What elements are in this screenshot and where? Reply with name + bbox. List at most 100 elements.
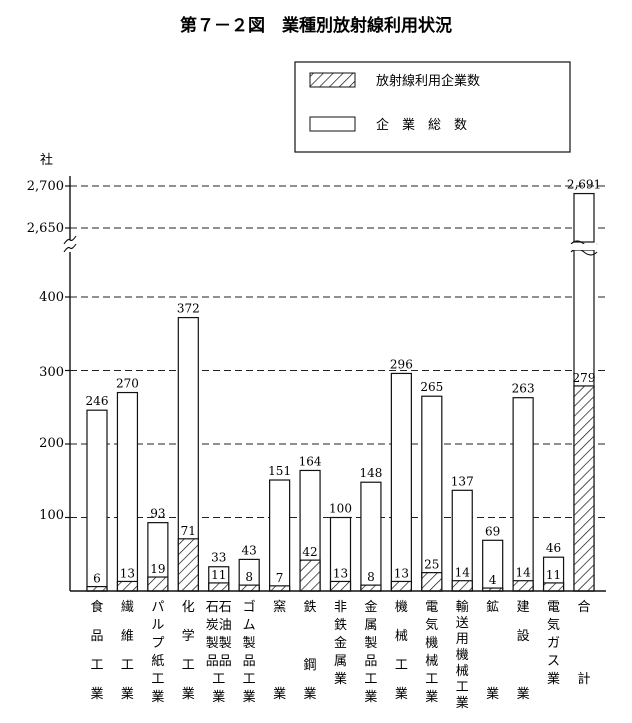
category-label-12-3: 機: [456, 648, 469, 663]
category-label-2-2: プ: [151, 636, 164, 651]
category-label-8-0: 非: [334, 600, 347, 615]
category-label-15-4: 業: [547, 671, 560, 687]
bar-break-gap: [571, 244, 597, 250]
category-label-14-1: 設: [517, 628, 530, 644]
category-label-9-3: 品: [364, 654, 377, 669]
category-label-12-4: 械: [456, 664, 469, 679]
category-label-2-4: 工: [151, 672, 164, 687]
data-label-rad-3: 71: [181, 524, 196, 538]
data-label-rad-11: 25: [424, 558, 439, 572]
category-label-4-1: 炭油: [206, 618, 232, 633]
y-axis-unit-label: 社: [40, 152, 53, 168]
category-label-6-0: 窯: [273, 600, 286, 615]
bar-rad-4: [208, 582, 230, 592]
category-label-16-4: 計: [577, 671, 590, 687]
category-label-5-1: ム: [243, 618, 256, 633]
category-label-5-3: 品: [243, 654, 256, 669]
bar-rad-12: [451, 580, 473, 592]
category-label-9-4: 工: [364, 672, 377, 687]
bar-rad-5: [238, 584, 260, 592]
category-label-9-2: 製: [364, 636, 377, 651]
category-label-3-2: 工: [182, 658, 195, 673]
category-label-11-4: 工: [425, 672, 438, 687]
category-label-12-1: 送: [456, 616, 469, 631]
data-label-total-4: 33: [211, 551, 226, 565]
data-label-total-1: 270: [116, 377, 139, 391]
category-label-1-1: 維: [121, 629, 134, 644]
data-label-total-15: 46: [546, 541, 561, 555]
y-axis-break-top: [63, 235, 77, 245]
bar-rad-1: [116, 580, 139, 592]
data-label-rad-13: 4: [489, 573, 497, 587]
bar-total-10: [390, 372, 412, 592]
category-label-9-5: 業: [364, 689, 377, 705]
category-label-7-3: 業: [304, 686, 317, 702]
data-label-rad-15: 11: [546, 568, 561, 582]
category-label-10-3: 業: [395, 686, 408, 702]
category-label-0-0: 食: [90, 599, 103, 615]
data-label-total-11: 265: [420, 380, 443, 394]
category-label-4-2: 製製: [206, 636, 232, 651]
category-label-14-0: 建: [517, 600, 530, 615]
bar-rad-14: [512, 580, 534, 592]
category-label-5-2: 製: [243, 636, 256, 651]
category-label-11-2: 機: [425, 636, 438, 651]
legend-swatch-plain: [309, 116, 356, 132]
category-label-0-1: 品: [90, 629, 103, 644]
chart-title: 第７－２図 業種別放射線利用状況: [180, 15, 452, 36]
data-label-rad-6: 7: [276, 571, 284, 585]
legend: 放射線利用企業数 企 業 総 数: [294, 61, 571, 153]
data-label-total-10: 296: [390, 357, 413, 371]
category-label-10-0: 機: [395, 600, 408, 615]
data-label-total-5: 43: [242, 543, 257, 557]
data-label-rad-9: 8: [367, 570, 375, 584]
category-label-10-1: 械: [395, 629, 408, 644]
data-label-total-13: 69: [485, 524, 500, 538]
category-label-6-3: 業: [273, 686, 286, 702]
data-label-rad-14: 14: [515, 566, 531, 580]
bar-rad-7: [299, 559, 321, 592]
category-label-12-6: 業: [456, 695, 469, 711]
bars: 2466270139319372713311438151716442100131…: [86, 178, 601, 592]
data-label-rad-10: 13: [394, 566, 409, 580]
category-label-11-5: 業: [425, 689, 438, 705]
category-label-15-3: ス: [547, 654, 560, 669]
y-tick-label-100: 100: [39, 508, 64, 523]
category-label-2-3: 紙: [151, 654, 164, 669]
legend-label-plain: 企 業 総 数: [376, 117, 467, 133]
bar-rad-3: [177, 538, 199, 592]
category-label-8-1: 鉄: [334, 618, 347, 633]
category-label-4-3: 品品: [206, 654, 232, 669]
category-label-1-0: 繊: [121, 599, 134, 615]
category-label-11-0: 電: [425, 600, 438, 615]
category-label-10-2: 工: [395, 658, 408, 673]
data-label-total-16: 2,691: [567, 178, 601, 192]
category-label-4-5: 業: [212, 689, 225, 705]
category-label-2-1: ル: [151, 618, 164, 633]
category-label-1-3: 業: [121, 686, 134, 702]
category-label-5-0: ゴ: [243, 599, 256, 615]
category-label-15-0: 電: [547, 600, 560, 615]
bar-rad-8: [329, 580, 352, 592]
category-label-4-0: 石石: [206, 600, 232, 615]
category-label-1-2: 工: [121, 658, 134, 673]
bar-total-14: [512, 397, 534, 592]
data-label-rad-7: 42: [302, 545, 317, 559]
data-label-total-12: 137: [451, 474, 474, 488]
category-label-7-0: 鉄: [304, 600, 317, 615]
data-label-rad-5: 8: [245, 570, 253, 584]
y-tick-label-200: 200: [39, 436, 64, 451]
y-tick-label-2700: 2,700: [27, 179, 64, 194]
category-label-5-4: 工: [243, 672, 256, 687]
category-label-15-2: ガ: [547, 636, 560, 651]
data-label-total-9: 148: [359, 466, 382, 480]
y-tick-label-300: 300: [39, 365, 64, 380]
category-label-7-2: 鋼: [304, 658, 317, 673]
category-label-9-0: 金: [364, 599, 377, 615]
bar-rad-15: [542, 582, 565, 592]
category-label-0-3: 業: [90, 686, 103, 702]
category-label-11-3: 械: [425, 654, 438, 669]
data-label-total-6: 151: [268, 464, 291, 478]
bar-rad-2: [147, 576, 169, 592]
